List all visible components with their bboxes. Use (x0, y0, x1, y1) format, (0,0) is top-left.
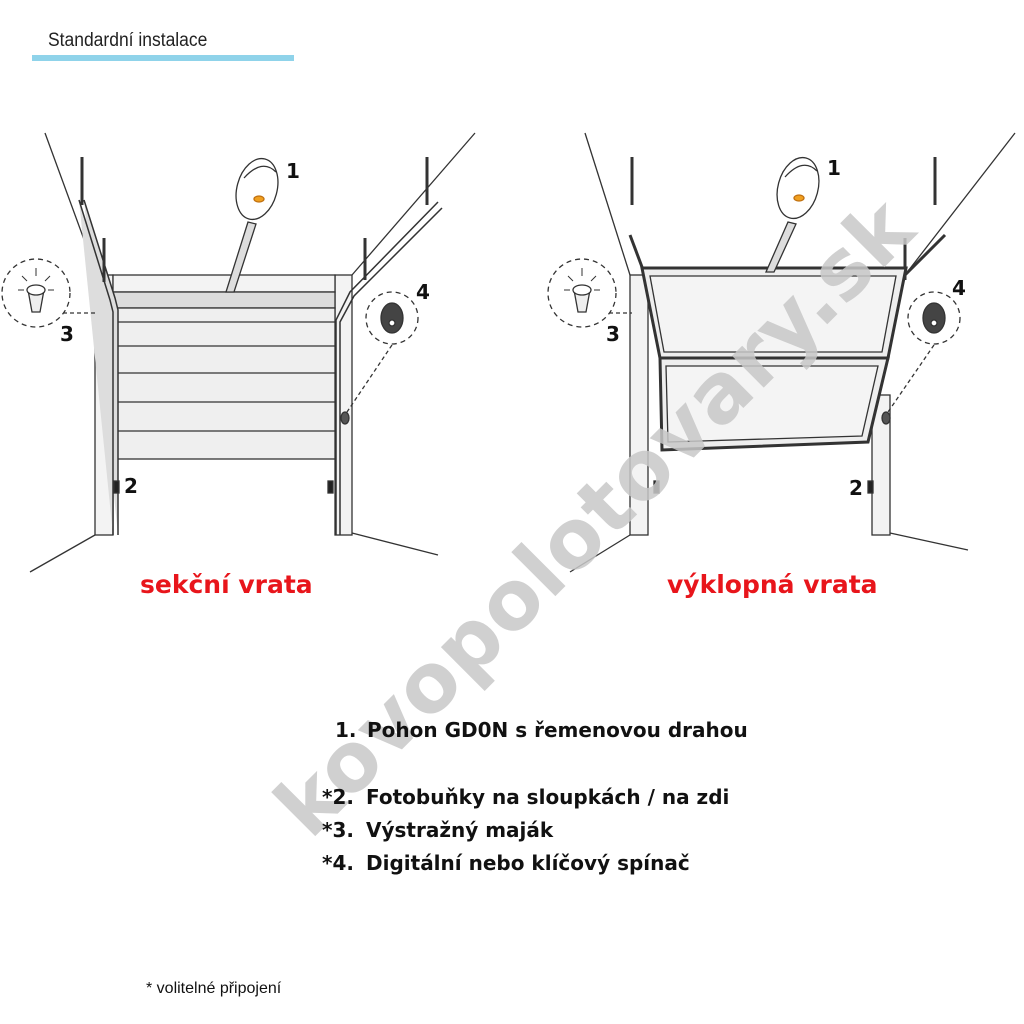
title-underline (32, 55, 294, 61)
label-2: 2 (849, 476, 863, 500)
sectional-door-diagram (1, 132, 476, 573)
label-3: 3 (60, 322, 74, 346)
legend-item: *4.Digitální nebo klíčový spínač (322, 851, 690, 875)
page-title: Standardní instalace (48, 30, 208, 51)
legend-item: *3.Výstražný maják (322, 818, 554, 842)
label-1: 1 (827, 156, 841, 180)
installation-diagrams: 1 2 3 4 1 2 3 4 (1, 132, 1016, 573)
label-4: 4 (416, 280, 430, 304)
caption-up-and-over-door: výklopná vrata (667, 570, 878, 599)
label-3: 3 (606, 322, 620, 346)
legend-item: 1.Pohon GD0N s řemenovou drahou (335, 718, 748, 742)
label-4: 4 (952, 276, 966, 300)
up-and-over-door-diagram (547, 132, 1016, 573)
label-1: 1 (286, 159, 300, 183)
legend-item: *2.Fotobuňky na sloupkách / na zdi (322, 785, 730, 809)
caption-sectional-door: sekční vrata (140, 570, 313, 599)
label-2: 2 (124, 474, 138, 498)
footnote: * volitelné připojení (146, 980, 282, 997)
